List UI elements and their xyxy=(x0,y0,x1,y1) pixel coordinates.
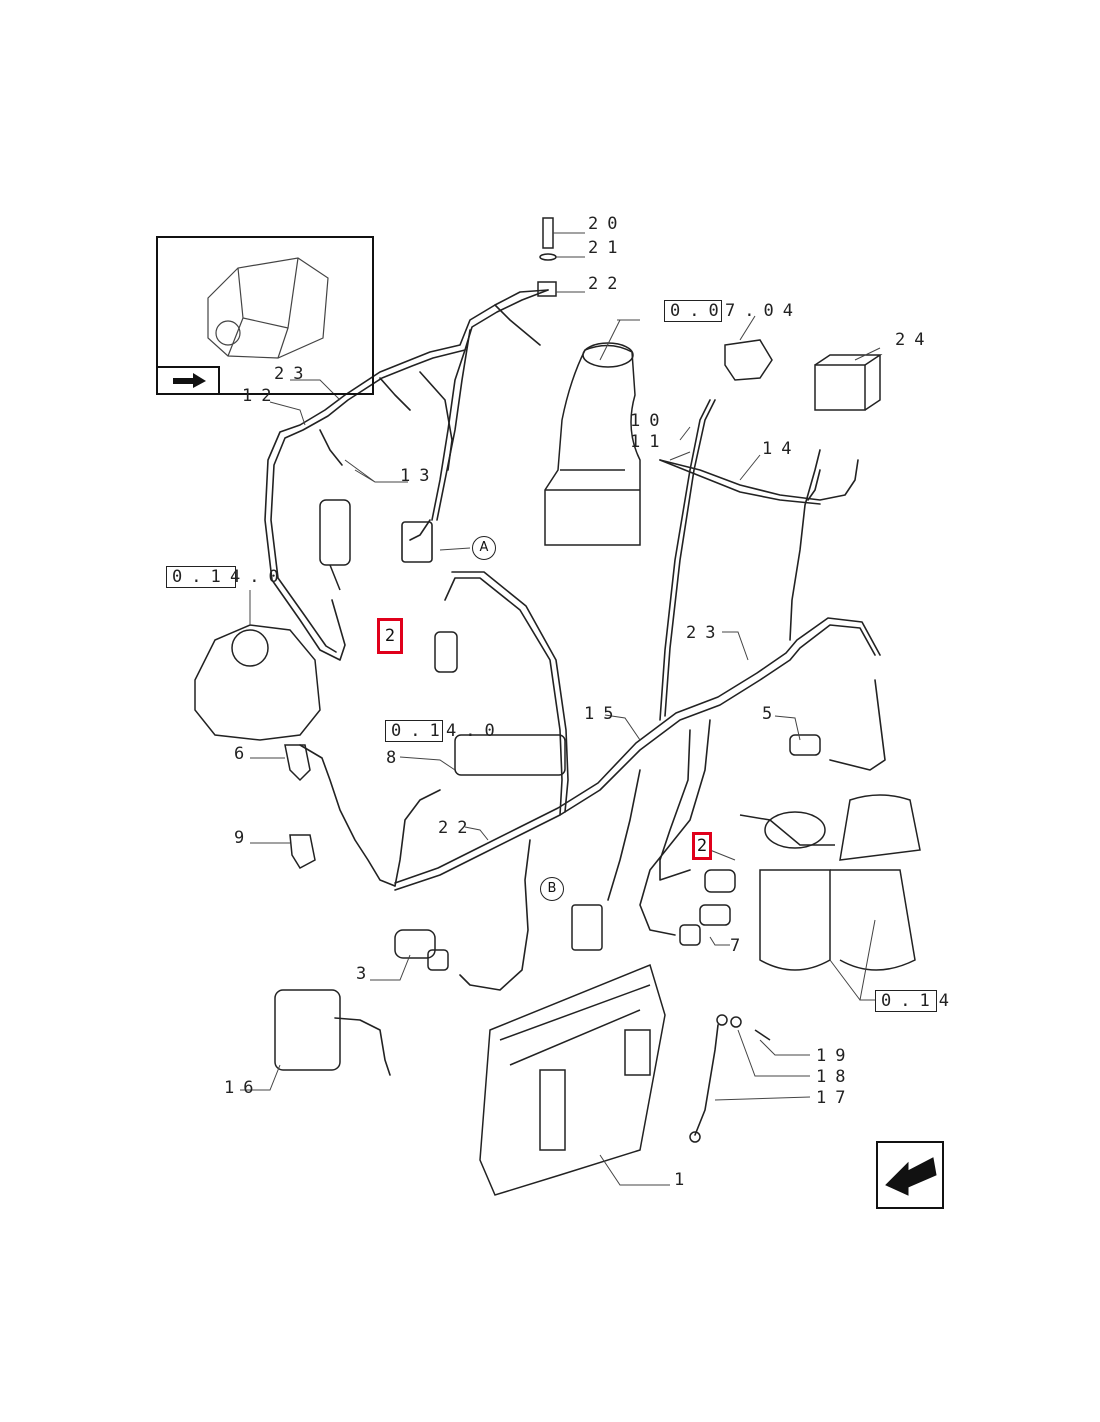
label-11: 11 xyxy=(630,432,669,452)
ref-0140-mid-tail-text: 4.0 xyxy=(446,721,504,741)
callout-a: A xyxy=(472,536,496,560)
ref-014-right-text: 0.14 xyxy=(881,991,958,1011)
ref-box-0140-mid xyxy=(385,720,443,742)
sensor-5 xyxy=(789,734,821,756)
fuel-rail xyxy=(454,734,566,776)
sensor-6 xyxy=(284,744,311,782)
label-6: 6 xyxy=(234,744,254,764)
ref-0140-left-tail-text: 4.0 xyxy=(230,567,288,587)
label-8: 8 xyxy=(386,748,406,768)
sensor-2-upper xyxy=(434,631,458,673)
washer-21 xyxy=(539,253,557,261)
label-16: 16 xyxy=(224,1078,263,1098)
bracket-22 xyxy=(537,281,557,297)
label-22-top: 22 xyxy=(588,274,627,294)
fuel-filter xyxy=(759,869,831,971)
label-22-mid: 22 xyxy=(438,818,477,838)
ref-0704-tail-text: 7.04 xyxy=(725,301,802,321)
main-harness-cable xyxy=(394,624,876,891)
sensor-2-lower xyxy=(704,869,736,893)
label-21: 21 xyxy=(588,238,627,258)
ref-box-0704 xyxy=(664,300,722,322)
label-23-top: 23 xyxy=(274,364,313,384)
label-24: 24 xyxy=(895,330,934,350)
label-19: 19 xyxy=(816,1046,855,1066)
ref-box-0140-left xyxy=(166,566,236,588)
label-23-right: 23 xyxy=(686,623,725,643)
ref-0704-box-text: 0.0 xyxy=(670,301,728,321)
injection-pump xyxy=(194,624,321,741)
label-18: 18 xyxy=(816,1067,855,1087)
thumbnail-tab xyxy=(156,366,220,395)
label-7: 7 xyxy=(730,936,750,956)
label-3: 3 xyxy=(356,964,376,984)
intake-duct xyxy=(544,344,641,546)
label-17: 17 xyxy=(816,1088,855,1108)
relay-24 xyxy=(814,364,866,411)
connector-b xyxy=(571,904,603,951)
nav-arrow-button[interactable] xyxy=(876,1141,944,1209)
label-14: 14 xyxy=(762,439,801,459)
label-12: 12 xyxy=(242,386,281,406)
label-1: 1 xyxy=(674,1170,694,1190)
arrow-down-left-icon xyxy=(885,1157,937,1196)
label-15: 15 xyxy=(584,704,623,724)
ref-box-014-right xyxy=(875,990,937,1012)
upper-harness-cable xyxy=(264,289,549,661)
module-16 xyxy=(274,989,341,1071)
sensor-7 xyxy=(699,904,731,926)
part-2-highlight-upper[interactable]: 2 xyxy=(377,618,403,654)
bolt-20 xyxy=(542,217,554,249)
callout-b: B xyxy=(540,877,564,901)
label-13: 13 xyxy=(400,466,439,486)
label-20: 20 xyxy=(588,214,627,234)
engine-thumbnail-frame xyxy=(156,236,374,395)
arrow-right-icon xyxy=(173,373,206,388)
label-5: 5 xyxy=(762,704,782,724)
part-2-highlight-lower[interactable]: 2 xyxy=(692,832,712,860)
engine-thumbnail-icon xyxy=(207,257,329,359)
connector-a xyxy=(401,521,433,563)
ecu-1 xyxy=(479,963,666,1196)
map-sensor xyxy=(724,339,773,381)
clip-9 xyxy=(289,834,316,869)
label-9: 9 xyxy=(234,828,254,848)
ref-0140-left-box-text: 0.1 xyxy=(172,567,230,587)
ref-0140-mid-box-text: 0.1 xyxy=(391,721,449,741)
label-10: 10 xyxy=(630,411,669,431)
sensor-3 xyxy=(394,929,436,959)
